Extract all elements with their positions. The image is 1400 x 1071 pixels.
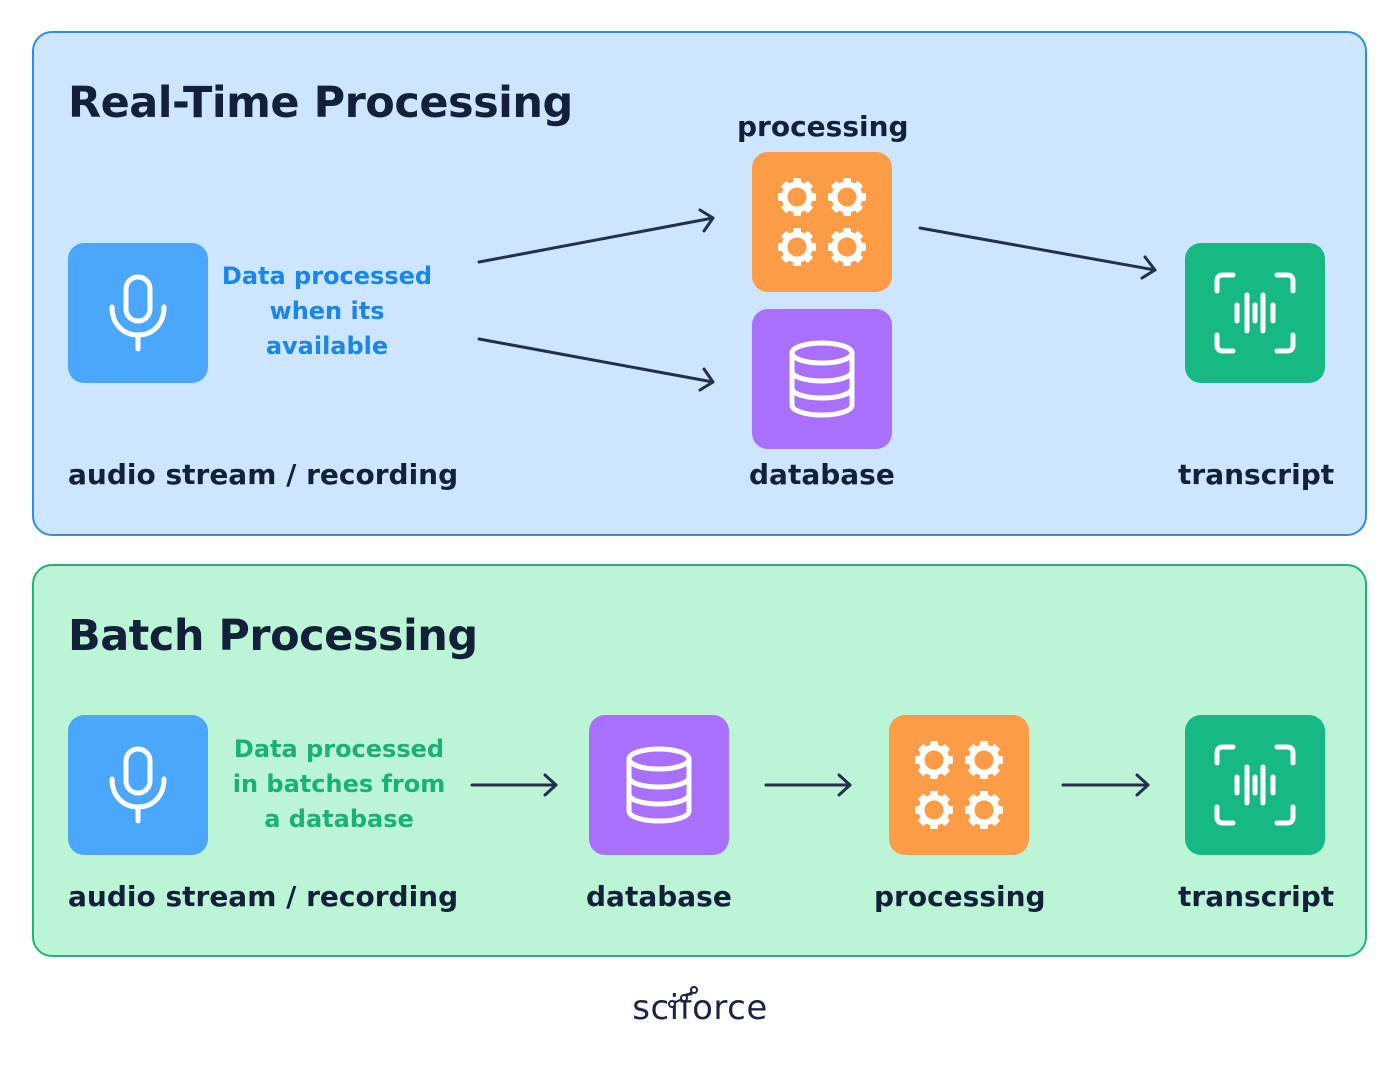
realtime-transcript-tile	[1185, 243, 1325, 383]
database-icon	[626, 746, 692, 824]
batch-processing-tile	[889, 715, 1029, 855]
realtime-transcript-label: transcript	[1178, 458, 1335, 491]
realtime-source-label: audio stream / recording	[68, 458, 459, 491]
realtime-database-label: database	[749, 458, 895, 491]
sciforce-logo: sciforce	[0, 986, 1400, 1048]
realtime-note-line: available	[265, 332, 389, 360]
logo-text: sciforce	[632, 988, 768, 1028]
batch-title: Batch Processing	[68, 611, 478, 661]
batch-note: Data processed in batches from a databas…	[222, 732, 456, 837]
realtime-note-line: Data processed	[221, 262, 433, 290]
realtime-database-tile	[752, 309, 892, 449]
batch-transcript-tile	[1185, 715, 1325, 855]
batch-note-line: in batches from	[232, 770, 446, 798]
batch-note-line: a database	[264, 805, 414, 833]
batch-microphone-tile	[68, 715, 208, 855]
gears-icon	[778, 178, 866, 266]
batch-processing-label: processing	[874, 880, 1046, 913]
realtime-processing-label: processing	[737, 110, 909, 143]
batch-database-label: database	[586, 880, 732, 913]
batch-transcript-label: transcript	[1178, 880, 1335, 913]
microphone-icon	[109, 746, 167, 824]
realtime-title: Real-Time Processing	[68, 78, 573, 128]
voice-scan-icon	[1214, 272, 1296, 354]
batch-note-line: Data processed	[233, 735, 445, 763]
microphone-icon	[109, 274, 167, 352]
realtime-note: Data processed when its available	[212, 259, 442, 364]
logo-node-icon	[668, 986, 698, 1008]
realtime-panel	[32, 31, 1367, 536]
batch-database-tile	[589, 715, 729, 855]
realtime-note-line: when its	[269, 297, 385, 325]
gears-icon	[915, 741, 1003, 829]
database-icon	[789, 340, 855, 418]
batch-source-label: audio stream / recording	[68, 880, 459, 913]
realtime-processing-tile	[752, 152, 892, 292]
realtime-microphone-tile	[68, 243, 208, 383]
voice-scan-icon	[1214, 744, 1296, 826]
